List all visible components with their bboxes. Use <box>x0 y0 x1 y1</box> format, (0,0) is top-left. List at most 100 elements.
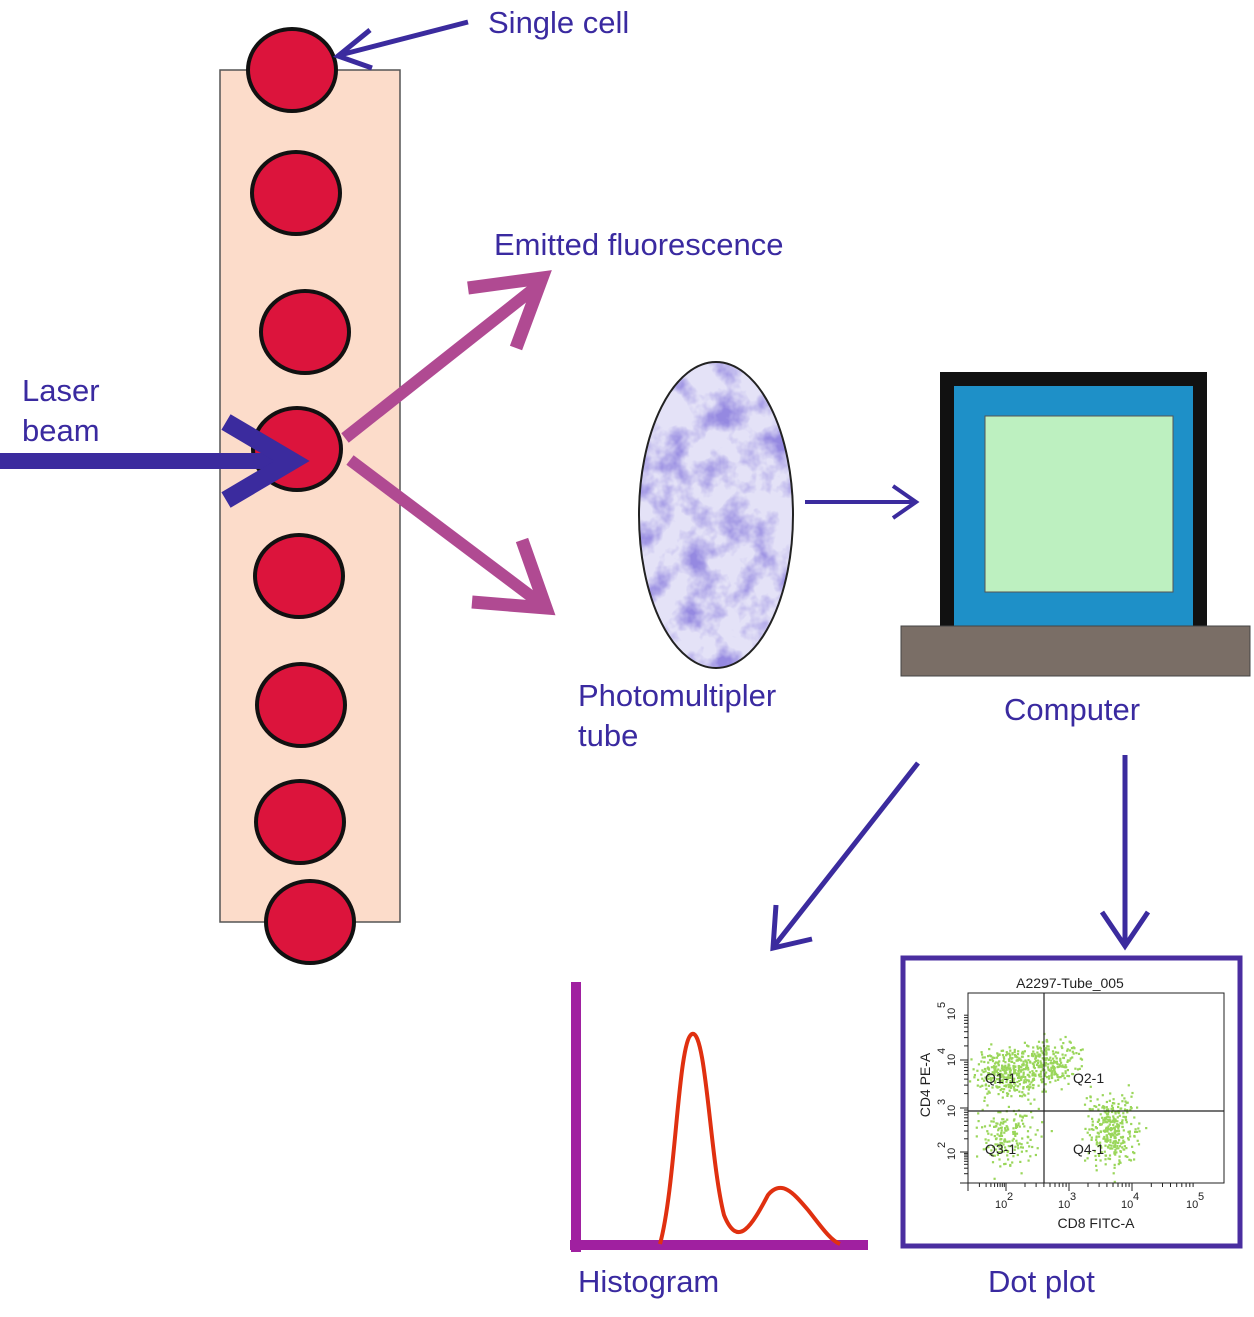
dot <box>1113 1102 1116 1105</box>
dot <box>984 1076 987 1079</box>
dot <box>1054 1051 1057 1054</box>
dot <box>998 1081 1002 1085</box>
dot <box>985 1087 988 1090</box>
dot <box>1131 1091 1134 1095</box>
dot <box>1097 1153 1100 1156</box>
quadrant-label-q2: Q2-1 <box>1073 1070 1104 1086</box>
dot <box>989 1153 992 1156</box>
dot <box>1089 1085 1092 1088</box>
dot <box>1106 1121 1109 1124</box>
dot <box>1067 1082 1070 1085</box>
dot <box>1027 1080 1031 1083</box>
dot <box>1008 1140 1011 1143</box>
dot <box>1081 1138 1084 1141</box>
dot <box>1123 1108 1127 1111</box>
dot <box>1050 1066 1053 1069</box>
quadrant-label-q4: Q4-1 <box>1073 1141 1104 1157</box>
dot <box>987 1077 990 1080</box>
dot <box>1049 1056 1052 1059</box>
dot <box>1029 1086 1032 1089</box>
dot <box>1020 1059 1023 1062</box>
dot <box>1024 1094 1027 1097</box>
dot <box>1047 1063 1050 1066</box>
dot <box>997 1064 1000 1067</box>
dot <box>1056 1062 1059 1066</box>
dot <box>1020 1150 1023 1153</box>
dot <box>1138 1122 1141 1125</box>
dot <box>1091 1123 1094 1126</box>
dot <box>1013 1068 1016 1071</box>
dot <box>997 1127 1000 1130</box>
dot <box>1126 1101 1129 1104</box>
dot <box>1041 1041 1044 1044</box>
dot <box>1013 1050 1016 1054</box>
dot <box>986 1130 989 1133</box>
dot <box>1095 1164 1098 1167</box>
dot <box>1000 1126 1003 1129</box>
dot <box>1054 1061 1057 1064</box>
dot <box>1052 1057 1055 1060</box>
dot <box>1121 1100 1124 1103</box>
dot <box>1029 1060 1032 1063</box>
cell <box>255 662 347 748</box>
y-tick-label: 10 <box>946 1148 958 1160</box>
dot <box>1115 1133 1118 1136</box>
dot <box>1039 1054 1042 1057</box>
dot <box>1066 1074 1069 1077</box>
dot <box>1031 1062 1034 1065</box>
dot <box>1125 1101 1128 1104</box>
dot <box>1109 1135 1112 1139</box>
dot <box>994 1125 997 1128</box>
dot-plot-ylabel: CD4 PE-A <box>917 1052 933 1117</box>
dot <box>1050 1068 1053 1071</box>
dot <box>1006 1150 1009 1154</box>
dot <box>1059 1059 1062 1062</box>
dot <box>1126 1111 1129 1114</box>
dot <box>982 1070 985 1074</box>
dot <box>1025 1067 1028 1070</box>
dot <box>1017 1122 1020 1125</box>
dot <box>1090 1136 1093 1139</box>
dot <box>1099 1130 1102 1133</box>
dot <box>1037 1061 1040 1065</box>
dot <box>1111 1109 1114 1112</box>
dot <box>1064 1070 1067 1073</box>
dot <box>1007 1083 1010 1086</box>
dot <box>1010 1145 1013 1148</box>
dot <box>1021 1068 1024 1071</box>
dot <box>1013 1148 1016 1151</box>
dot <box>1031 1074 1034 1077</box>
dot <box>1085 1097 1088 1100</box>
dot <box>1031 1084 1034 1087</box>
dot <box>1047 1077 1051 1080</box>
dot <box>1032 1087 1035 1090</box>
dot <box>1111 1106 1114 1110</box>
dot <box>1127 1130 1130 1133</box>
dot <box>1014 1065 1017 1068</box>
dot <box>997 1129 1000 1132</box>
dot <box>1106 1138 1109 1141</box>
dot <box>1032 1071 1035 1075</box>
dot <box>1117 1141 1120 1144</box>
dot <box>1107 1157 1110 1160</box>
dot <box>1001 1064 1004 1067</box>
dot <box>1002 1075 1005 1078</box>
dot <box>1113 1126 1116 1129</box>
y-tick-exp: 2 <box>936 1142 948 1148</box>
dot <box>1091 1108 1094 1111</box>
dot <box>1051 1071 1054 1074</box>
dot <box>994 1138 998 1141</box>
dot <box>1049 1081 1052 1084</box>
dot <box>1022 1087 1025 1090</box>
label-photomultiplier: Photomultipler <box>578 678 776 713</box>
dot <box>1015 1142 1019 1145</box>
dot <box>990 1043 993 1046</box>
dot <box>1129 1159 1133 1162</box>
dot <box>1019 1114 1022 1117</box>
dot <box>1031 1079 1034 1082</box>
dot <box>1025 1114 1028 1117</box>
dot <box>1103 1130 1106 1133</box>
dot <box>987 1090 990 1093</box>
dot <box>1114 1153 1117 1156</box>
